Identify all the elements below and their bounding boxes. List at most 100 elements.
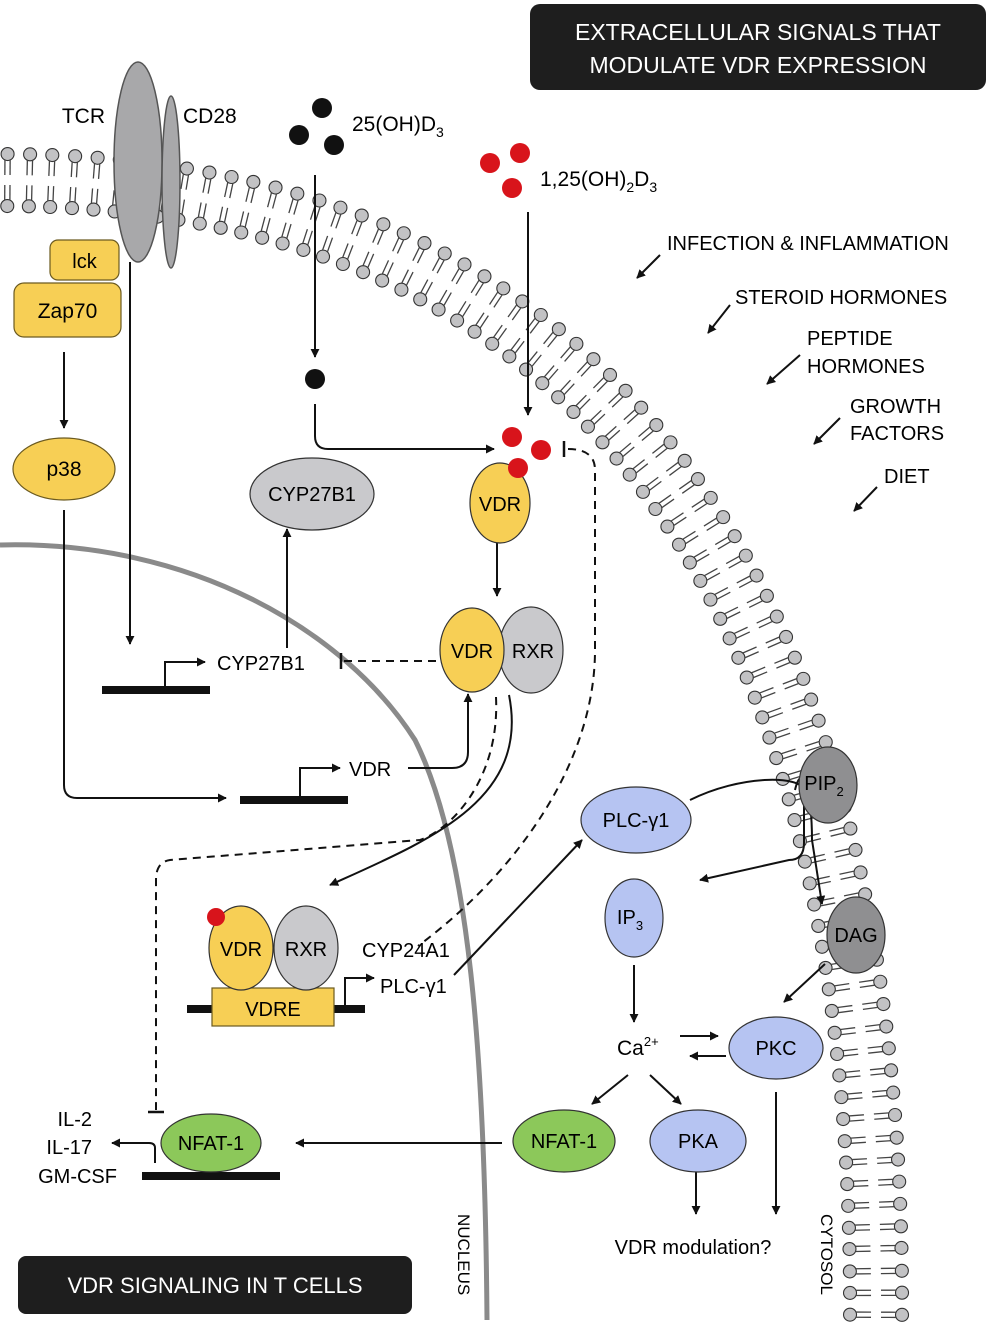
phospholipid-tail xyxy=(668,465,682,476)
gene-plc-gamma1: PLC-γ1 xyxy=(380,976,447,998)
phospholipid-tail xyxy=(260,216,266,232)
phospholipid-head xyxy=(569,336,584,351)
phospholipid-tail xyxy=(854,1207,870,1209)
phospholipid-tail xyxy=(180,173,185,189)
phospholipid-head xyxy=(811,713,826,728)
phospholipid-head xyxy=(836,1111,851,1127)
phospholipid-tail xyxy=(224,182,229,198)
nfat1-nuclear xyxy=(160,1113,262,1173)
phospholipid-tail xyxy=(652,443,665,454)
phospholipid-tail xyxy=(302,228,309,244)
phospholipid-head xyxy=(839,1155,854,1170)
phospholipid-tail xyxy=(834,983,850,987)
phospholipid-tail xyxy=(493,294,503,308)
phospholipid-head xyxy=(814,939,830,954)
phospholipid-tail xyxy=(853,1185,869,1188)
phospholipid-tail xyxy=(871,1089,888,1093)
phospholipid-head xyxy=(843,821,858,836)
phospholipid-head xyxy=(224,169,239,185)
phospholipid-tail xyxy=(288,198,294,214)
phospholipid-head xyxy=(769,751,784,766)
phospholipid-head xyxy=(192,216,207,231)
phospholipid-tail xyxy=(774,727,789,734)
phospholipid-tail xyxy=(457,300,467,315)
phospholipid-head xyxy=(502,349,517,364)
phospholipid-tail xyxy=(497,327,508,341)
rxr-heterodimer-label: RXR xyxy=(512,641,554,663)
inhibition-lines xyxy=(155,448,596,1110)
phospholipid-tail xyxy=(376,230,384,245)
phospholipid-tail xyxy=(416,249,425,264)
phospholipid-tail xyxy=(840,1027,856,1031)
signal-diet: DIET xyxy=(884,466,930,488)
gene-il17: IL-17 xyxy=(46,1137,92,1159)
phospholipid-tail xyxy=(665,461,679,472)
phospholipid-head xyxy=(622,467,637,482)
phospholipid-head xyxy=(333,200,348,215)
phospholipid-tail xyxy=(604,425,617,437)
phospholipid-tail xyxy=(563,383,575,396)
header-line-1: EXTRACELLULAR SIGNALS THAT xyxy=(575,19,941,45)
vdre-label: VDRE xyxy=(245,999,301,1021)
phospholipid-tail xyxy=(835,853,851,858)
phospholipid-tail xyxy=(661,498,675,509)
phospholipid-tail xyxy=(307,230,313,246)
phospholipid-head xyxy=(837,1134,852,1149)
phospholipid-head xyxy=(739,670,754,685)
lck-label: lck xyxy=(72,251,97,273)
phospholipid-tail xyxy=(829,826,845,832)
phospholipid-tail xyxy=(862,1006,878,1011)
phospholipid-tail xyxy=(870,1072,886,1076)
phospholipid-tail xyxy=(507,304,518,318)
phospholipid-head xyxy=(853,865,868,880)
phospholipid-tail xyxy=(632,459,645,470)
phospholipid-tail xyxy=(330,212,337,227)
phospholipid-head xyxy=(609,451,624,466)
phospholipid-head xyxy=(842,1307,858,1322)
phospholipid-tail xyxy=(281,222,287,238)
phospholipid-tail xyxy=(837,1004,853,1009)
phospholipid-tail xyxy=(53,161,56,177)
cyp27b1-protein-label: CYP27B1 xyxy=(268,484,356,506)
phospholipid-head xyxy=(202,165,217,180)
phospholipid-head xyxy=(335,256,350,272)
phospholipid-tail xyxy=(744,651,759,659)
phospholipid-head xyxy=(884,1063,899,1078)
phospholipid-tail xyxy=(531,354,542,367)
phospholipid-head xyxy=(376,217,391,232)
phospholipid-tail xyxy=(736,575,751,584)
phospholipid-head xyxy=(485,336,500,351)
phospholipid-head xyxy=(894,1240,909,1255)
phospholipid-head xyxy=(268,180,283,195)
vdr-nuclear-ligand xyxy=(207,908,225,926)
phospholipid-head xyxy=(533,307,548,323)
phospholipid-head xyxy=(749,568,764,583)
phospholipid-tail xyxy=(761,691,776,699)
phospholipid-head xyxy=(886,1085,901,1100)
phospholipid-head xyxy=(682,555,697,570)
phospholipid-tail xyxy=(479,315,489,329)
phospholipid-tail xyxy=(835,988,851,992)
phospholipid-tail xyxy=(346,245,354,260)
ip3-molecule xyxy=(604,878,664,958)
phospholipid-tail xyxy=(593,413,606,425)
phospholipid-head xyxy=(818,960,833,975)
phospholipid-tail xyxy=(845,1075,861,1079)
phospholipid-tail xyxy=(202,203,207,219)
phospholipid-tail xyxy=(489,291,499,305)
phospholipid-head xyxy=(834,1090,849,1105)
phospholipid-tail xyxy=(293,199,299,215)
phospholipid-tail xyxy=(74,187,77,203)
phospholipid-head xyxy=(787,650,802,665)
phospholipid-head xyxy=(634,400,649,415)
vdre-transcription-arrow xyxy=(344,973,375,1005)
phospholipid-tail xyxy=(768,712,784,719)
dag-label: DAG xyxy=(834,925,877,947)
phospholipid-tail xyxy=(405,271,414,286)
phospholipid-head xyxy=(892,1174,907,1189)
phospholipid-tail xyxy=(782,753,798,760)
phospholipid-tail xyxy=(560,346,571,359)
phospholipid-tail xyxy=(202,177,207,193)
phospholipid-head xyxy=(43,199,58,215)
